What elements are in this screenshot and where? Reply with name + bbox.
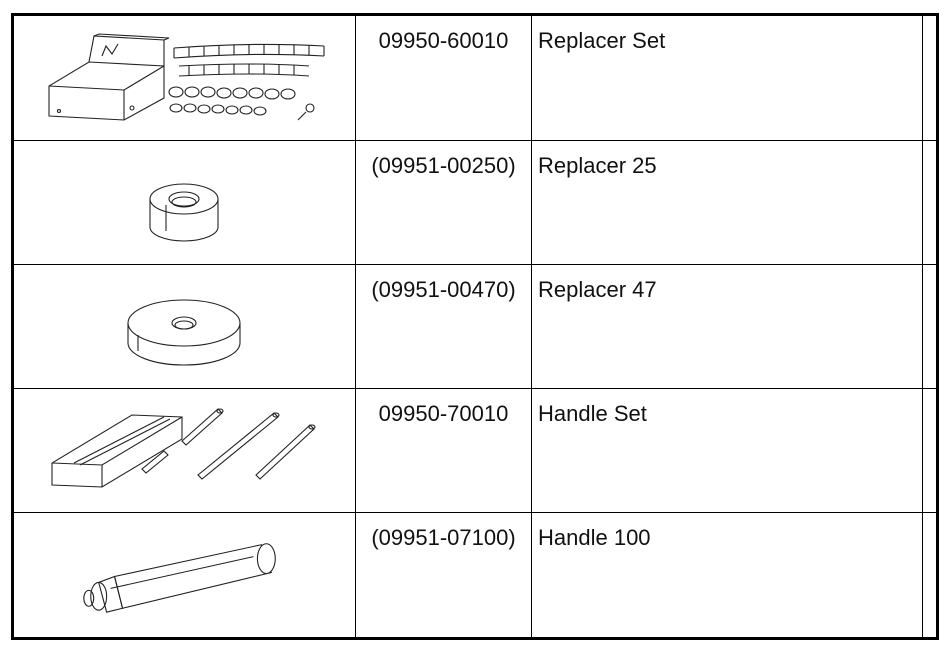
illustration-cell xyxy=(14,139,356,265)
tool-name: Replacer Set xyxy=(531,16,923,141)
part-number: (09951-07100) xyxy=(355,511,532,637)
tool-name: Replacer 25 xyxy=(531,139,923,265)
part-number: 09950-70010 xyxy=(355,387,532,513)
part-number: (09951-00470) xyxy=(355,263,532,389)
tool-name: Replacer 47 xyxy=(531,263,923,389)
empty-cell xyxy=(922,263,938,389)
table-row: (09951-07100) Handle 100 xyxy=(14,511,938,637)
handle-set-icon xyxy=(51,407,316,488)
empty-cell xyxy=(922,139,938,265)
table-row: 09950-60010 Replacer Set xyxy=(14,16,938,141)
illustration-cell xyxy=(14,511,356,637)
handle-100-icon xyxy=(83,542,276,613)
replacer-25-icon xyxy=(149,182,219,242)
part-number: (09951-00250) xyxy=(355,139,532,265)
table-row: (09951-00470) Replacer 47 xyxy=(14,263,938,389)
table-row: 09950-70010 Handle Set xyxy=(14,387,938,513)
empty-cell xyxy=(922,16,938,141)
empty-cell xyxy=(922,511,938,637)
replacer-47-icon xyxy=(127,298,241,366)
part-number: 09950-60010 xyxy=(355,16,532,141)
replacer-set-icon xyxy=(48,33,325,121)
tool-name: Handle Set xyxy=(531,387,923,513)
table-row: (09951-00250) Replacer 25 xyxy=(14,139,938,265)
special-tools-table: 09950-60010 Replacer Set (09951-00250) R… xyxy=(11,13,939,640)
illustration-cell xyxy=(14,16,356,141)
illustration-cell xyxy=(14,387,356,513)
empty-cell xyxy=(922,387,938,513)
tool-name: Handle 100 xyxy=(531,511,923,637)
illustration-cell xyxy=(14,263,356,389)
